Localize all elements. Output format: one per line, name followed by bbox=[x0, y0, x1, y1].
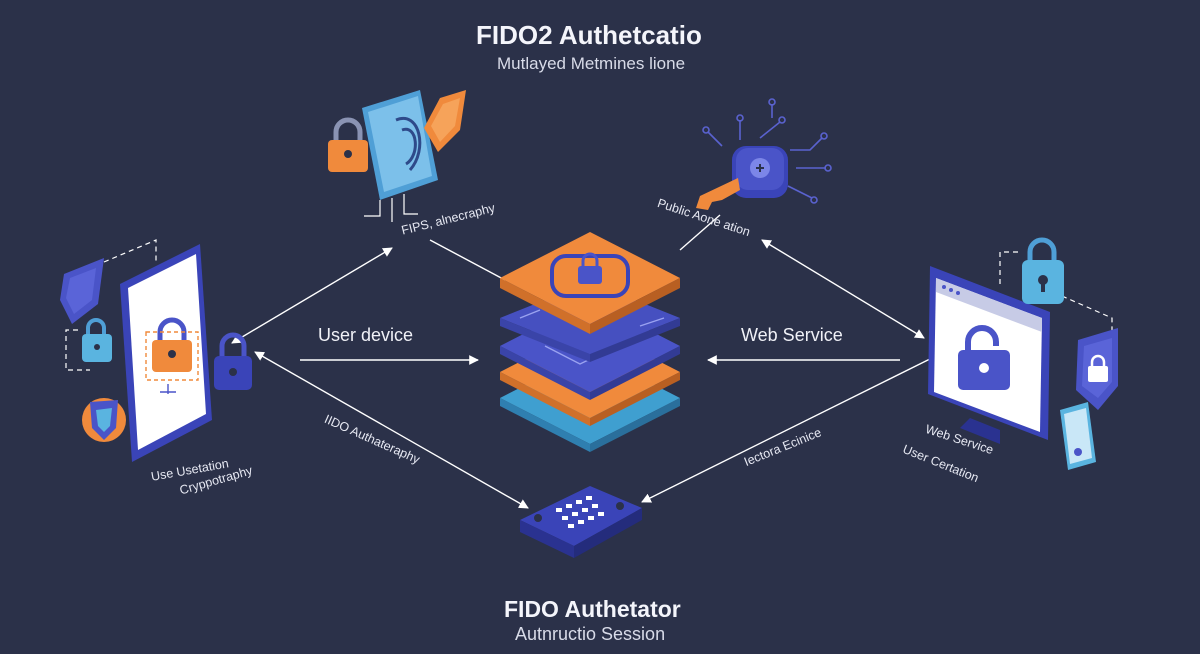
diagram-title: FIDO2 Authetcatio bbox=[476, 20, 702, 50]
arrow-phone-to-fips bbox=[231, 247, 393, 344]
arrow-fips-to-stack bbox=[429, 239, 506, 281]
fido-key-device-icon bbox=[520, 486, 642, 558]
gear-shield-icon bbox=[82, 398, 126, 442]
lock-icon bbox=[214, 332, 252, 390]
smartphone-icon bbox=[120, 244, 212, 462]
shield-icon bbox=[424, 90, 466, 152]
arrow-public-to-monitor bbox=[761, 239, 925, 339]
web-service-label: Web Service bbox=[741, 325, 843, 345]
lock-icon bbox=[328, 117, 368, 172]
shield-icon bbox=[60, 258, 104, 324]
lock-icon bbox=[1022, 237, 1064, 304]
circuit-lines bbox=[702, 98, 832, 204]
monitor-icon bbox=[928, 266, 1050, 444]
key-icon bbox=[696, 146, 788, 210]
footer-title: FIDO Authetator bbox=[504, 596, 681, 622]
mobile-card-icon bbox=[1060, 402, 1096, 470]
arrow-monitor-to-authenticator bbox=[641, 351, 945, 503]
dashed-connector-left bbox=[65, 239, 157, 371]
footer-subtitle: Autnructio Session bbox=[515, 624, 666, 644]
biometric-panel-icon bbox=[362, 90, 438, 222]
arrow-phone-to-authenticator bbox=[254, 351, 529, 509]
connection-arrows bbox=[231, 214, 945, 509]
authentication-stack bbox=[500, 232, 680, 452]
diagram-subtitle: Mutlayed Metmines lione bbox=[497, 54, 686, 73]
user-device-label: User device bbox=[318, 325, 414, 345]
arrow-public-to-stack bbox=[679, 214, 721, 251]
lock-icon bbox=[82, 318, 112, 362]
shield-icon bbox=[1076, 328, 1118, 410]
